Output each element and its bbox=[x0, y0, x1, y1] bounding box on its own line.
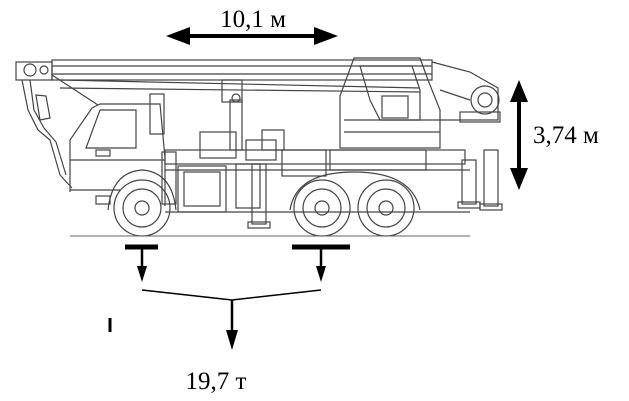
front-axle-arrow bbox=[137, 266, 147, 282]
height-dimension: 3,74 м bbox=[510, 80, 599, 190]
height-label: 3,74 м bbox=[533, 122, 599, 149]
boom-head bbox=[15, 61, 99, 189]
boom-length-dimension: 10,1 м bbox=[166, 6, 338, 45]
middle-wheel bbox=[293, 179, 351, 237]
total-load-arrow bbox=[226, 330, 238, 350]
rear-axle-arrow bbox=[316, 266, 326, 282]
boom-length-arrow-left bbox=[166, 27, 190, 45]
crane-truck bbox=[15, 57, 503, 237]
front-wheel bbox=[107, 169, 177, 237]
rear-mechanism bbox=[431, 61, 501, 123]
load-convergence-lines bbox=[141, 289, 322, 301]
boom-length-arrow-right bbox=[314, 27, 338, 45]
chassis bbox=[164, 99, 470, 213]
total-weight-label: 19,7 т bbox=[186, 368, 247, 395]
outriggers bbox=[161, 149, 503, 229]
crane-operator-cab bbox=[339, 57, 441, 149]
truck-cab bbox=[69, 93, 166, 206]
height-arrow-top bbox=[510, 80, 528, 102]
height-arrow-bottom bbox=[510, 168, 528, 190]
boom-length-label: 10,1 м bbox=[220, 6, 286, 33]
load-diagram bbox=[108, 244, 350, 350]
wheels bbox=[107, 169, 421, 237]
rear-wheel bbox=[357, 179, 415, 237]
